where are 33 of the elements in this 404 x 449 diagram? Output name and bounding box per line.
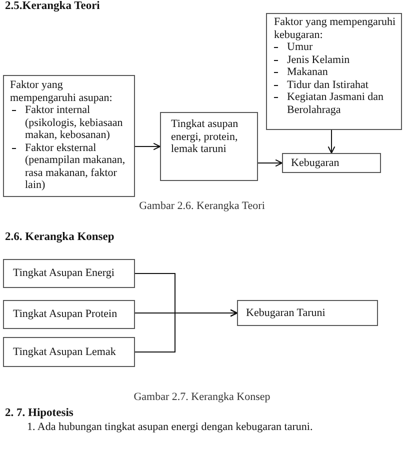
section-heading: 2.5.Kerangka Teori <box>5 0 100 12</box>
arrow <box>258 159 283 167</box>
flow-box <box>3 300 135 329</box>
list-item-text: Faktor eksternal (penampilan makanan, rasa makanan, faktor lain) <box>25 142 126 192</box>
box-heading: Faktor yang mempengaruhi asupan: <box>10 79 114 104</box>
list-item-text: Kegiatan Jasmani dan Berolahraga <box>287 91 385 116</box>
box-heading: Faktor yang mempengaruhi kebugaran: <box>274 16 397 41</box>
flow-box <box>3 75 135 197</box>
list-item-text: Faktor internal (psikologis, kebiasaan makan, kebosanan) <box>25 104 124 142</box>
box-label: Tingkat asupan energi, protein, lemak taruni <box>171 118 240 156</box>
flow-box <box>3 337 135 367</box>
arrow <box>134 309 238 352</box>
section-heading: 2.6. Kerangka Konsep <box>5 231 114 244</box>
box-label: Tingkat Asupan Energi <box>13 267 116 280</box>
box-label: Tingkat Asupan Lemak <box>13 346 117 358</box>
section-heading: 2. 7. Hipotesis <box>5 407 74 420</box>
flow-box <box>237 300 378 326</box>
flow-box <box>3 259 135 288</box>
list-item-text: Makanan <box>287 66 328 78</box>
list-item-text: Umur <box>287 41 313 54</box>
hypothesis-text: 1. Ada hubungan tingkat asupan energi dengan kebugaran taruni. <box>27 421 313 434</box>
list-item-text: Tidur dan Istirahat <box>287 78 368 91</box>
box-label: Tingkat Asupan Protein <box>13 308 118 321</box>
flow-box <box>282 153 381 173</box>
figure-caption: Gambar 2.7. Kerangka Konsep <box>134 391 270 404</box>
flow-box <box>160 112 258 181</box>
arrow <box>328 130 336 154</box>
figure-caption: Gambar 2.6. Kerangka Teori <box>139 200 265 212</box>
box-label: Kebugaran Taruni <box>246 306 326 320</box>
box-label: Kebugaran <box>291 156 340 170</box>
arrow <box>134 142 161 150</box>
list-item-text: Jenis Kelamin <box>287 54 350 66</box>
flow-box <box>266 13 402 130</box>
